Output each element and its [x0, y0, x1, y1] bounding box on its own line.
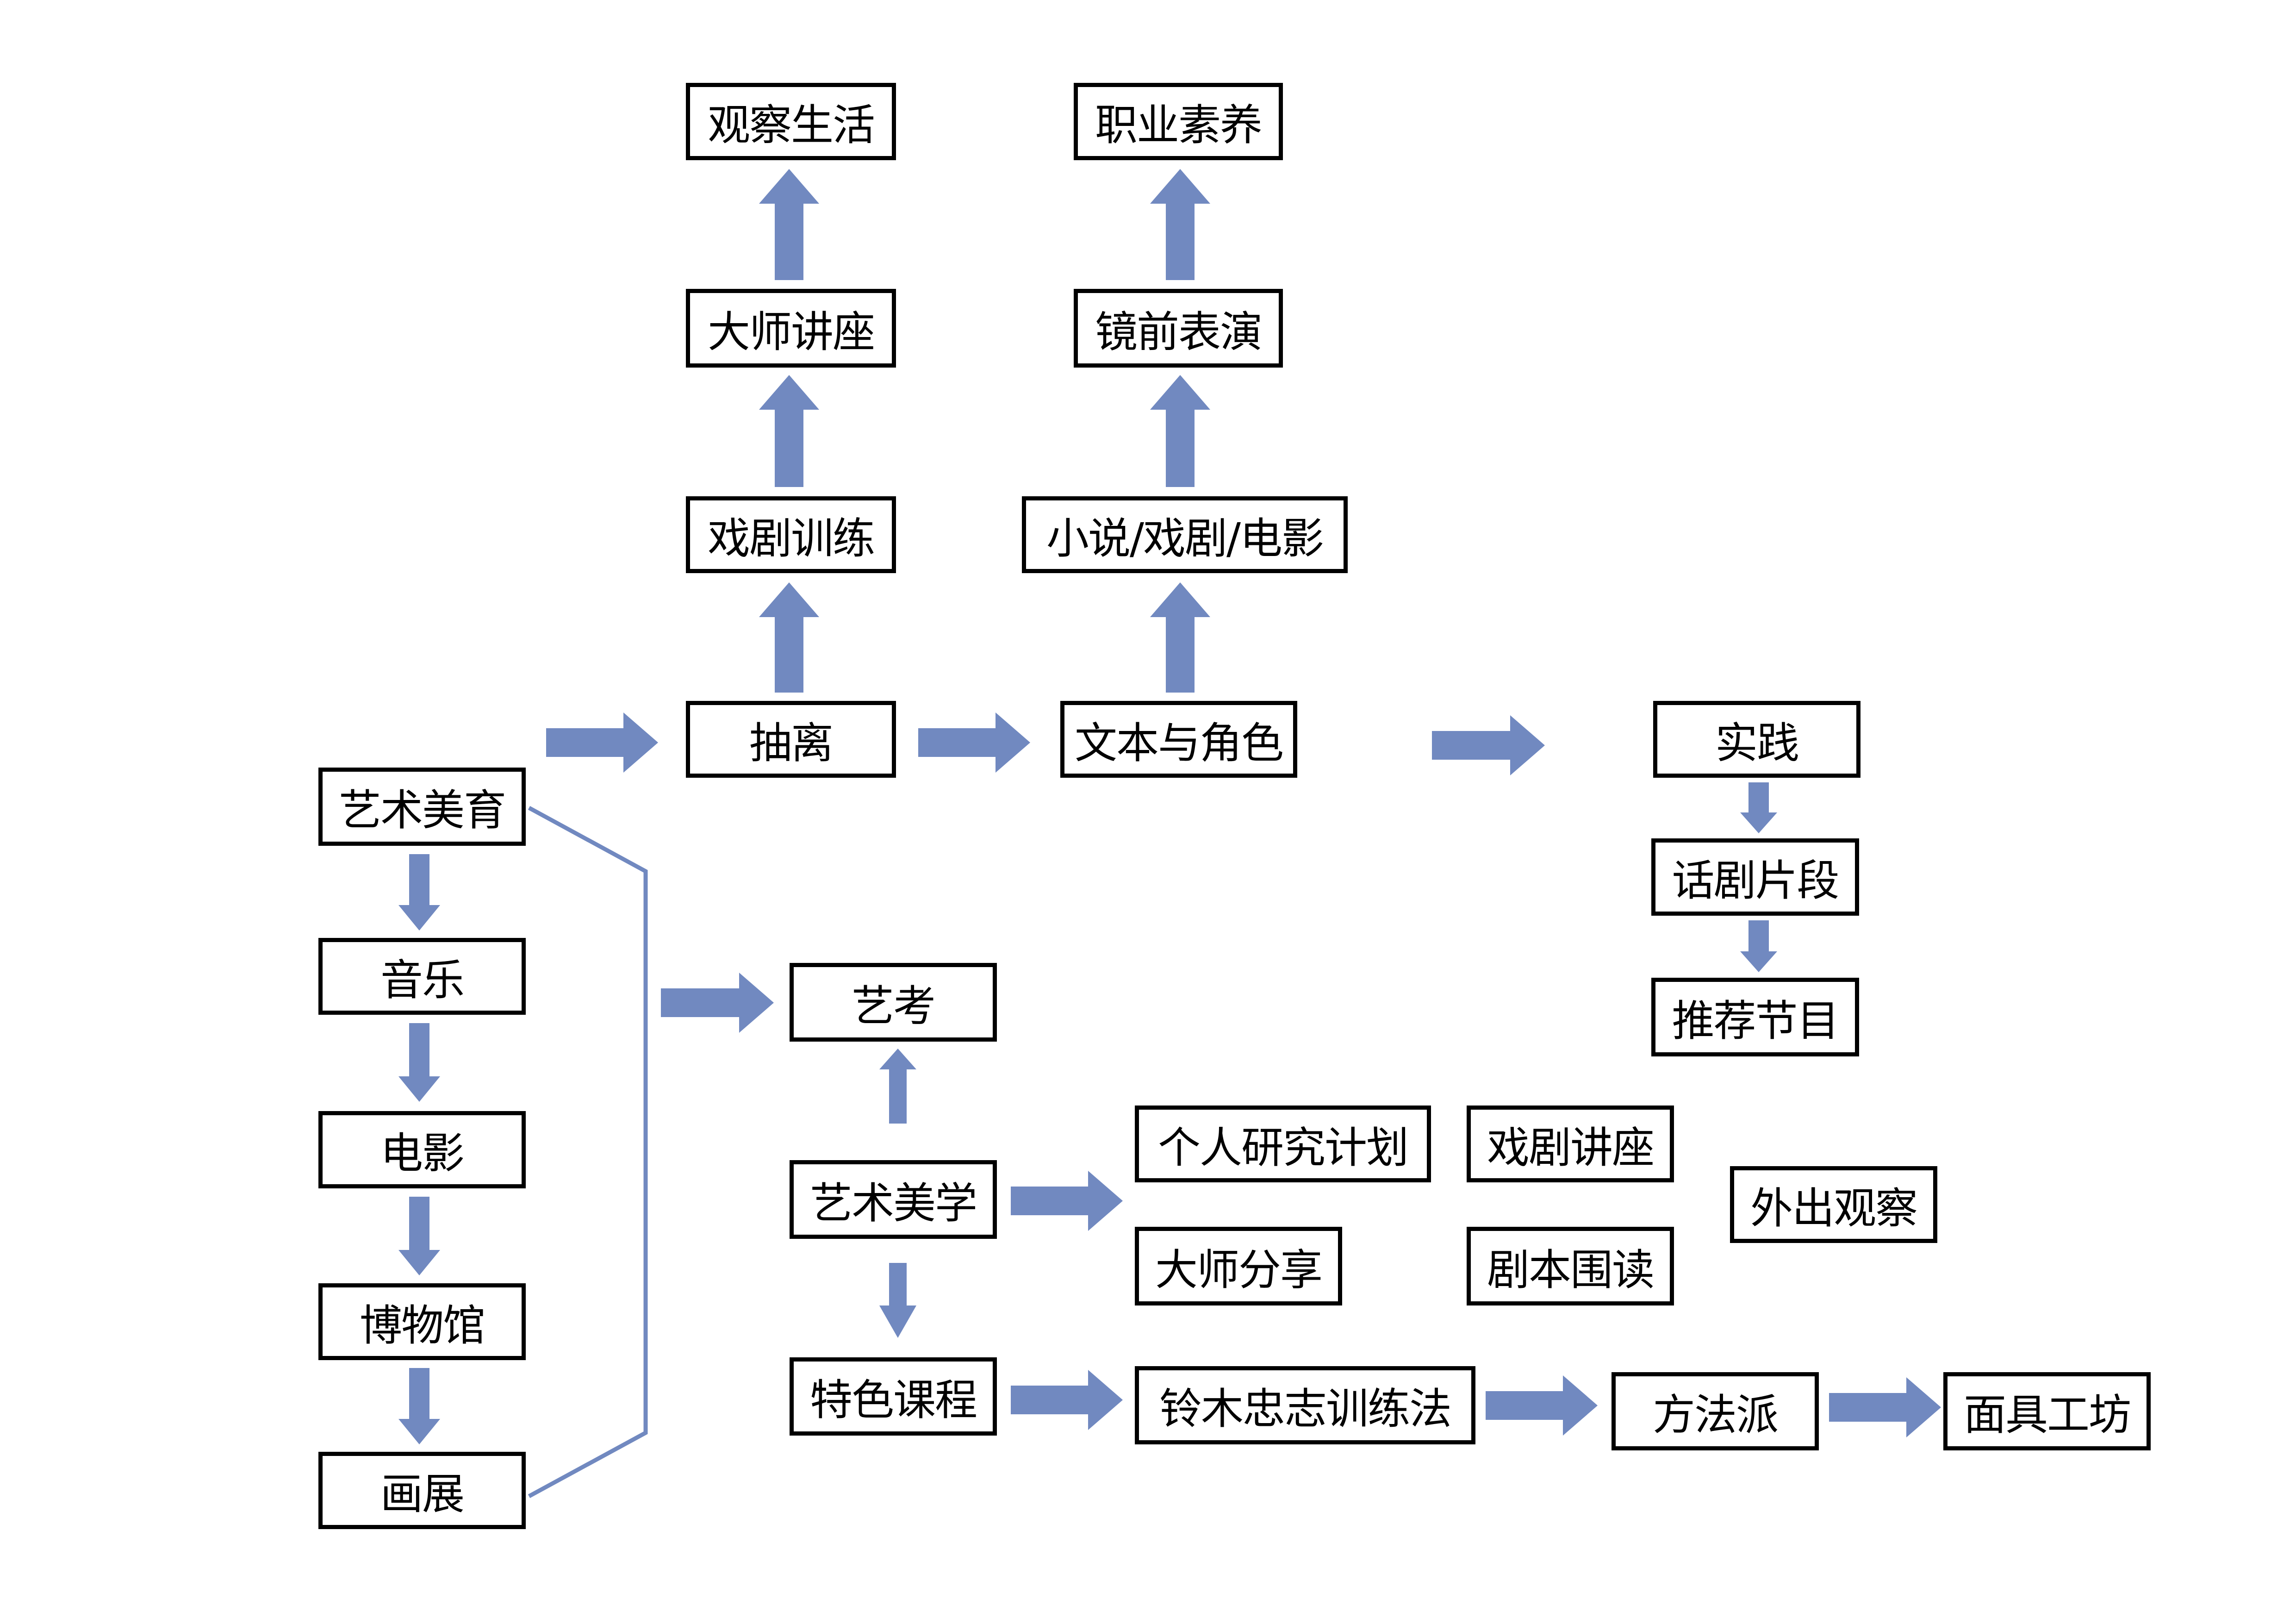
node-field-observation: 外出观察: [1730, 1166, 1937, 1243]
arrow-detachment-to-drama-training: [759, 582, 819, 693]
arrow-aesthetics-to-art-exam: [879, 1049, 916, 1124]
node-drama-training: 戏剧训练: [686, 496, 896, 573]
node-suzuki-method: 铃木忠志训练法: [1135, 1366, 1475, 1444]
arrow-practice-to-excerpt: [1740, 782, 1777, 833]
arrow-novel-to-on-camera: [1150, 375, 1210, 487]
node-mask-workshop: 面具工坊: [1943, 1372, 2151, 1450]
arrow-group: [398, 169, 1941, 1444]
node-personal-research-plan: 个人研究计划: [1135, 1106, 1431, 1182]
node-drama-lecture: 戏剧讲座: [1467, 1106, 1674, 1182]
arrow-suzuki-to-method: [1486, 1375, 1598, 1436]
arrow-film-to-museum: [398, 1197, 440, 1275]
node-method-acting: 方法派: [1612, 1372, 1819, 1450]
arrow-method-to-mask: [1829, 1377, 1941, 1437]
arrow-music-to-film: [398, 1023, 440, 1102]
node-text-and-role: 文本与角色: [1060, 701, 1297, 778]
node-art-aesthetics: 艺术美学: [790, 1160, 997, 1239]
node-script-reading: 剧本围读: [1467, 1227, 1674, 1305]
node-on-camera-acting: 镜前表演: [1074, 289, 1283, 368]
grouping-bracket-line: [528, 806, 648, 1498]
arrow-drama-training-to-master-lecture: [759, 375, 819, 487]
arrow-to-art-exam: [661, 973, 774, 1033]
arrow-aesthetics-to-courses: [879, 1263, 916, 1338]
node-master-lecture: 大师讲座: [686, 289, 896, 368]
node-museum: 博物馆: [318, 1283, 526, 1360]
node-observe-life: 观察生活: [686, 83, 896, 160]
arrow-master-lecture-to-observe-life: [759, 169, 819, 280]
arrow-excerpt-to-program: [1740, 920, 1777, 972]
node-professional-quality: 职业素养: [1074, 83, 1283, 160]
node-painting-exhibition: 画展: [318, 1452, 526, 1529]
node-novel-drama-film: 小说/戏剧/电影: [1022, 496, 1348, 573]
arrow-detachment-to-text: [918, 712, 1030, 773]
arrow-courses-to-suzuki: [1011, 1370, 1123, 1430]
node-master-sharing: 大师分享: [1135, 1227, 1342, 1305]
arrow-to-detachment: [546, 712, 658, 773]
arrow-text-to-novel: [1150, 582, 1210, 693]
node-art-exam: 艺考: [790, 963, 997, 1042]
arrow-art-education-to-music: [398, 854, 440, 931]
node-recommended-program: 推荐节目: [1651, 978, 1859, 1056]
node-art-education: 艺术美育: [318, 768, 526, 846]
node-practice: 实践: [1653, 701, 1860, 778]
arrow-text-to-practice: [1432, 715, 1545, 775]
arrow-museum-to-painting: [398, 1368, 440, 1444]
arrow-on-camera-to-professional: [1150, 169, 1210, 280]
node-detachment: 抽离: [686, 701, 896, 778]
arrow-aesthetics-to-research: [1011, 1171, 1123, 1231]
node-featured-courses: 特色课程: [790, 1357, 997, 1436]
node-drama-excerpt: 话剧片段: [1651, 838, 1859, 916]
node-music: 音乐: [318, 938, 526, 1015]
node-film: 电影: [318, 1111, 526, 1188]
